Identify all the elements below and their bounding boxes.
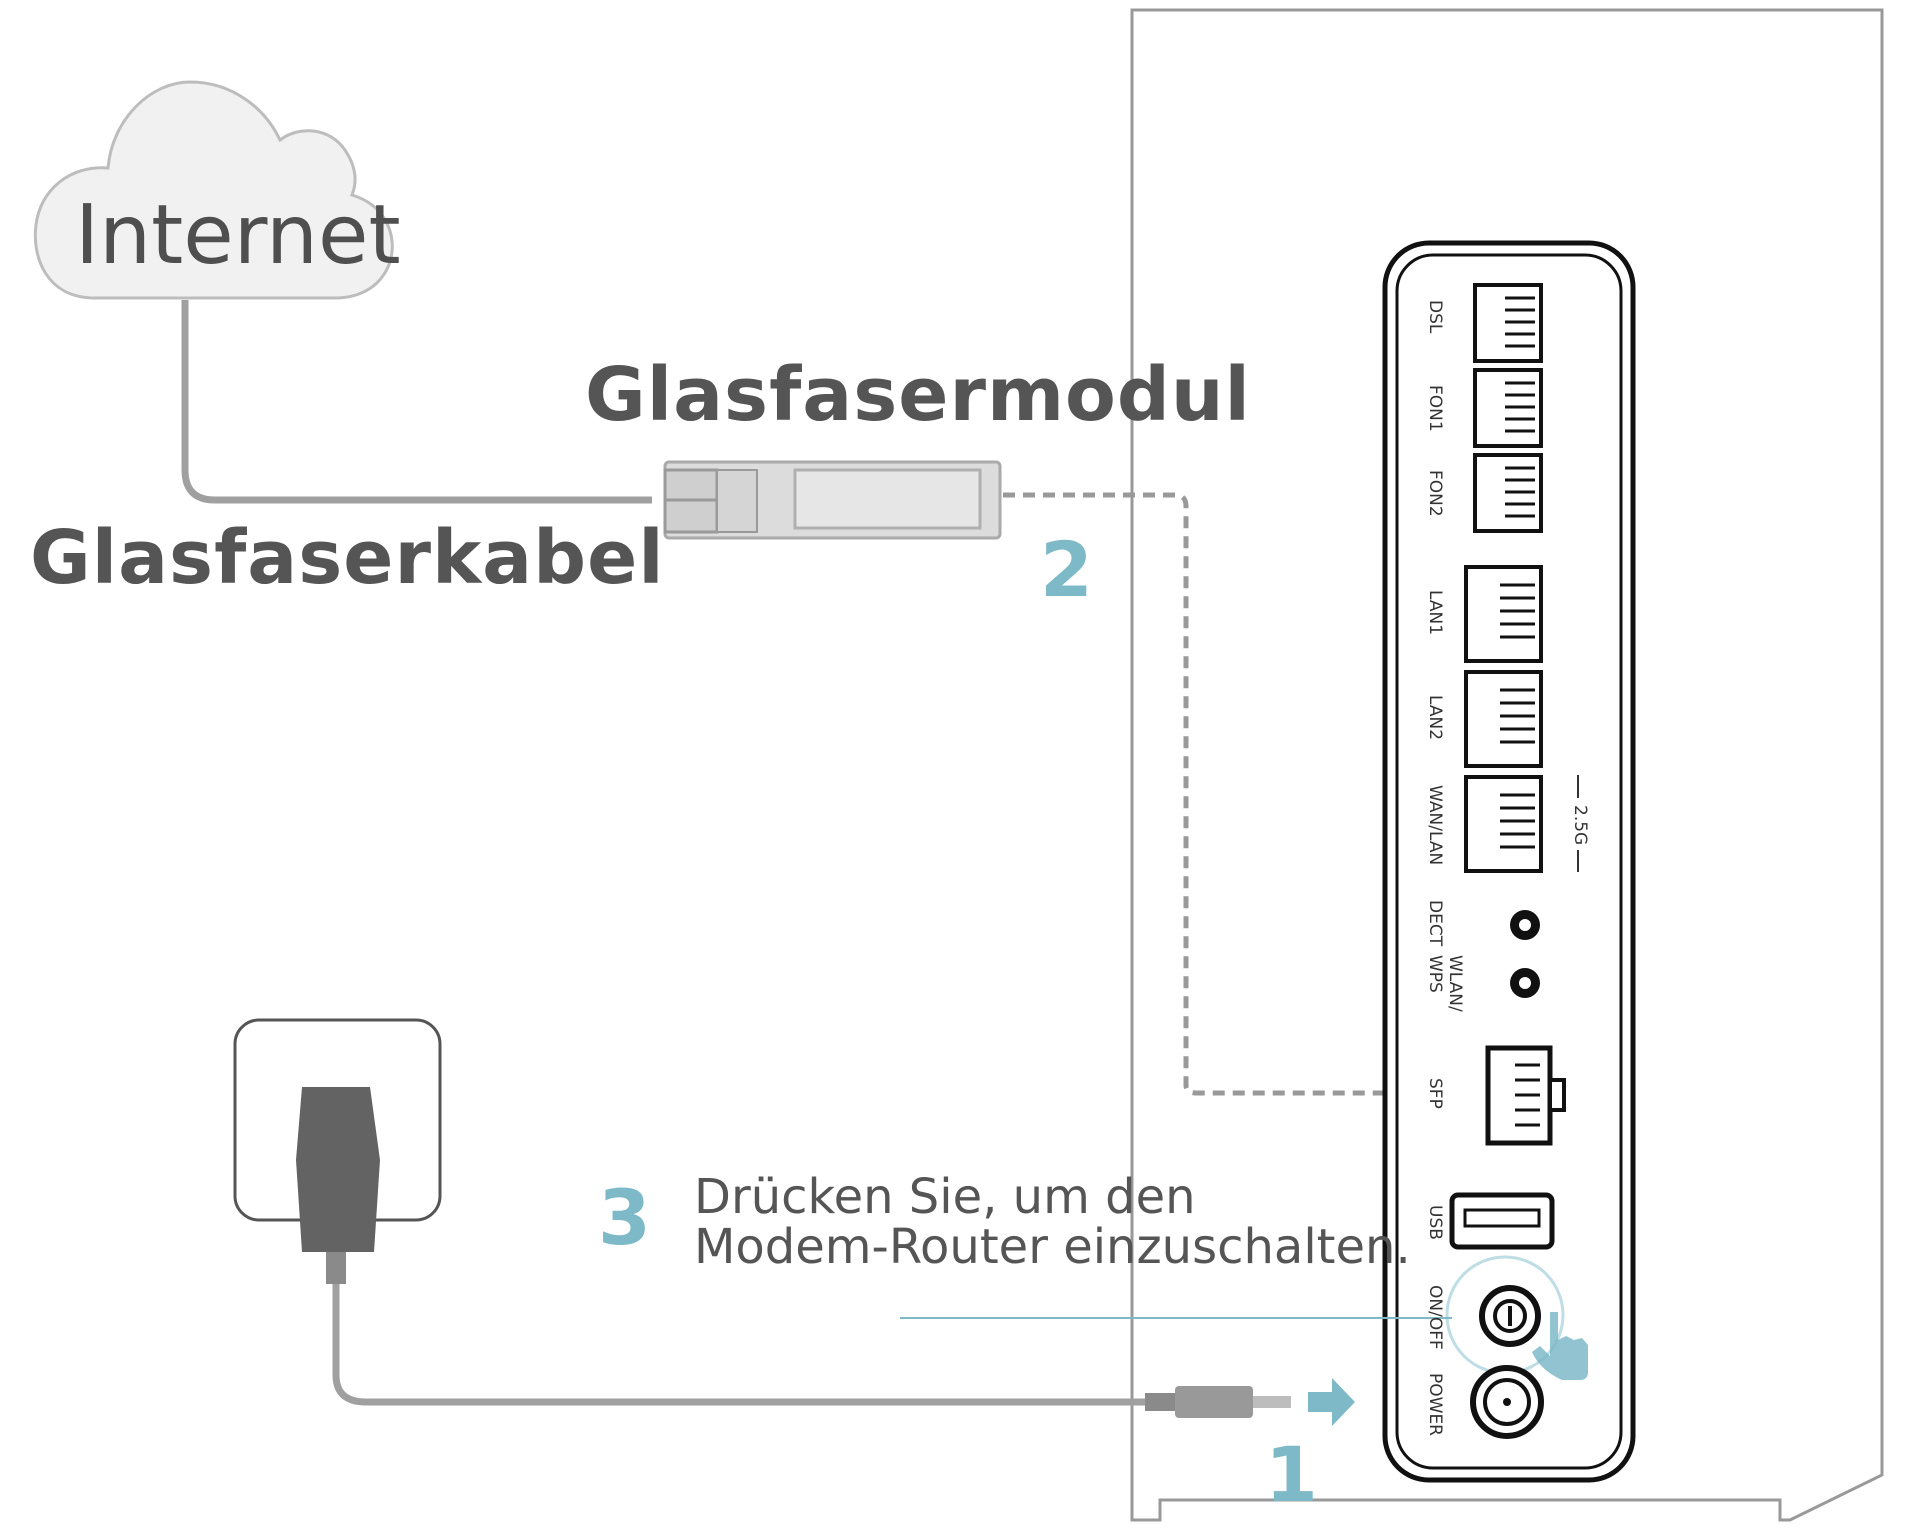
port-label-fon2: FON2 [1425,470,1445,517]
dect-wps-buttons [1510,910,1540,998]
pointing-hand-icon [1532,1312,1588,1380]
arrow-icon [1308,1378,1355,1426]
port-label-wlan-wps: WLAN/ WPS [1425,955,1465,1012]
step-3-text-line1: Drücken Sie, um den [694,1169,1196,1225]
step-2-number: 2 [1040,525,1093,614]
port-label-power: POWER [1425,1373,1445,1436]
power-cable [332,1284,1150,1406]
cable-label: Glasfaserkabel [30,515,665,601]
step-3-text-line2: Modem-Router einzuschalten. [694,1219,1411,1275]
port-label-lan2: LAN2 [1425,695,1445,741]
port-label-dect: DECT [1425,900,1445,947]
power-socket [1470,1365,1544,1439]
onoff-button [1479,1285,1541,1347]
port-label-onoff: ON/OFF [1425,1285,1445,1350]
port-label-lan1: LAN1 [1425,590,1445,636]
module-label: Glasfasermodul [585,352,1251,438]
step-3-number: 3 [598,1173,651,1262]
port-label-usb: USB [1425,1205,1445,1240]
internet-cloud [33,80,394,300]
fiber-cable [181,300,652,504]
usb-port [1449,1192,1555,1250]
cloud-label: Internet [75,188,401,283]
port-label-sfp: SFP [1425,1078,1445,1109]
port-label-fon1: FON1 [1425,385,1445,432]
port-label-wanlan: WAN/LAN [1425,785,1445,866]
speed-label: 2.5G [1570,805,1590,846]
power-adapter [296,1087,380,1252]
port-label-dsl: DSL [1425,300,1445,334]
fiber-module [663,460,1002,540]
step-1-number: 1 [1265,1430,1318,1519]
rj45-ports [1464,565,1543,873]
sfp-port [1485,1045,1566,1146]
power-plug [1145,1386,1291,1418]
